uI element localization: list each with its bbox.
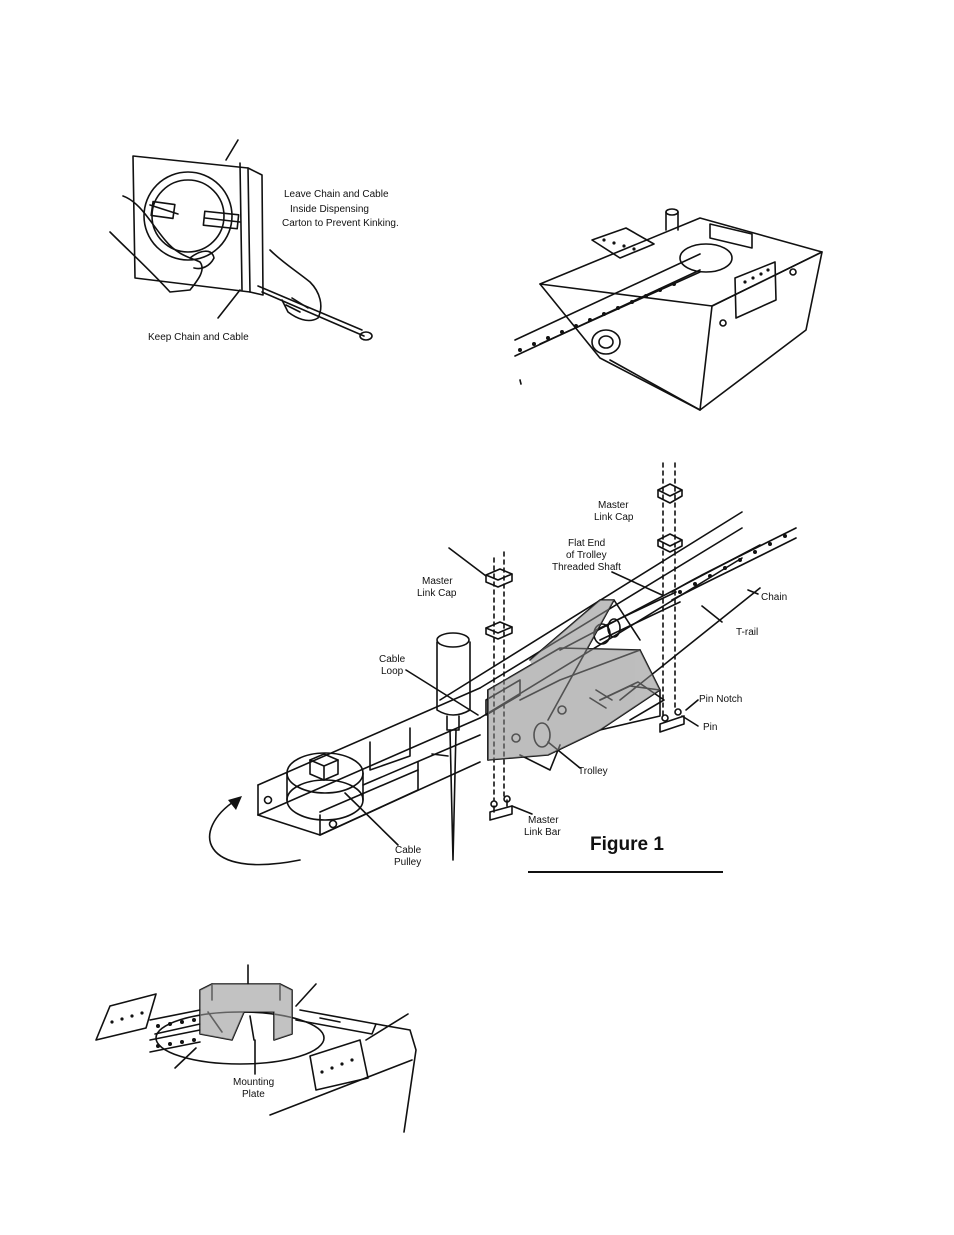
note-line-1: Leave Chain and Cable [284, 189, 389, 200]
label-mounting-plate-2: Plate [242, 1089, 265, 1100]
label-cable-pulley-2: Pulley [394, 857, 421, 868]
carton-illustration [110, 140, 372, 340]
note-line-3: Carton to Prevent Kinking. [282, 218, 399, 229]
keep-chain-label: Keep Chain and Cable [148, 332, 249, 343]
label-trolley: Trolley [578, 766, 608, 777]
label-master-link-cap-left-1: Master [422, 576, 453, 587]
opener-housing-illustration [515, 209, 822, 410]
label-t-rail: T-rail [736, 627, 758, 638]
label-cable-loop-1: Cable [379, 654, 405, 665]
label-master-link-cap-top-1: Master [598, 500, 629, 511]
label-flat-end-1: Flat End [568, 538, 605, 549]
label-pin: Pin [703, 722, 717, 733]
label-master-link-bar-1: Master [528, 815, 559, 826]
trolley-assembly-illustration [210, 484, 796, 865]
label-master-link-cap-left-2: Link Cap [417, 588, 456, 599]
label-master-link-cap-top-2: Link Cap [594, 512, 633, 523]
label-chain: Chain [761, 592, 787, 603]
label-cable-loop-2: Loop [381, 666, 403, 677]
note-line-2: Inside Dispensing [290, 204, 369, 215]
label-master-link-bar-2: Link Bar [524, 827, 561, 838]
label-flat-end-3: Threaded Shaft [552, 562, 621, 573]
figure-title: Figure 1 [590, 834, 664, 856]
label-pin-notch: Pin Notch [699, 694, 742, 705]
label-mounting-plate-1: Mounting [233, 1077, 274, 1088]
label-cable-pulley-1: Cable [395, 845, 421, 856]
label-flat-end-2: of Trolley [566, 550, 607, 561]
figure-title-rule [528, 871, 723, 873]
